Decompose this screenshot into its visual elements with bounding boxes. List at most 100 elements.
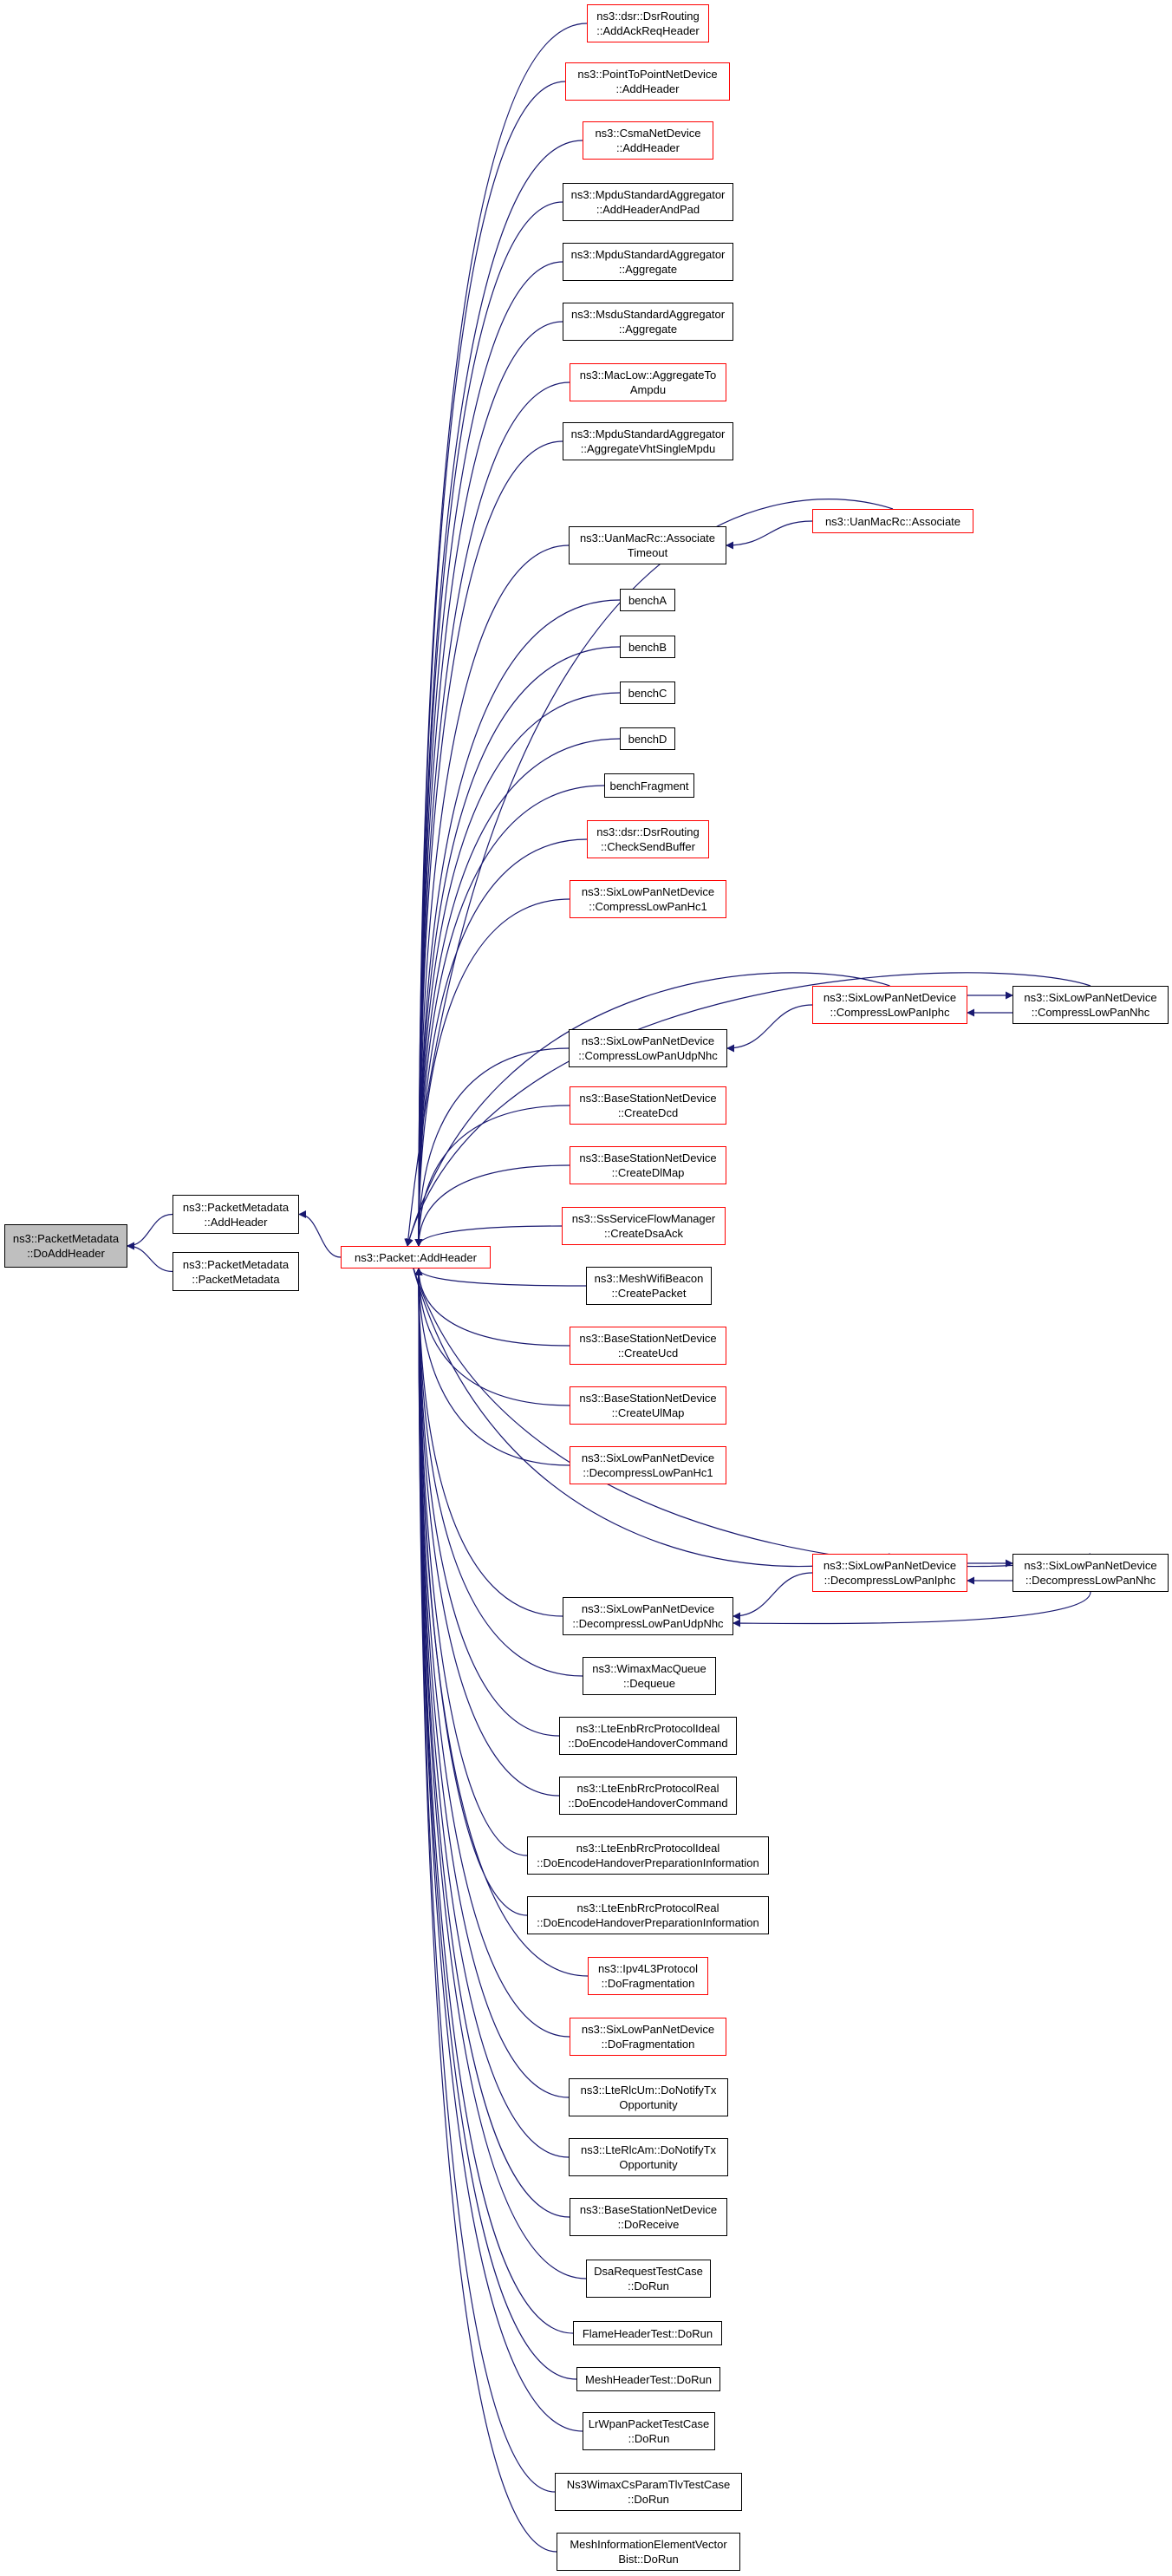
node-sixlowpannetdevice-dofragmentation[interactable]: ns3::SixLowPanNetDevice::DoFragmentation <box>570 2018 726 2056</box>
node-label-line: ::Aggregate <box>618 323 678 336</box>
node-bencha[interactable]: benchA <box>620 589 675 611</box>
node-label-line: ::DoRun <box>628 2493 669 2506</box>
node-packetmetadata-addheader[interactable]: ns3::PacketMetadata::AddHeader <box>173 1195 299 1234</box>
node-ssserviceflowmanager-createdsaack[interactable]: ns3::SsServiceFlowManager::CreateDsaAck <box>562 1207 726 1245</box>
node-meshheadertest-dorun[interactable]: MeshHeaderTest::DoRun <box>576 2367 720 2391</box>
node-basestationnetdevice-createdlmap[interactable]: ns3::BaseStationNetDevice::CreateDlMap <box>570 1146 726 1184</box>
node-label-line: ::AggregateVhtSingleMpdu <box>580 442 716 455</box>
node-label-line: ::DoEncodeHandoverCommand <box>568 1797 728 1810</box>
node-label-line: Ampdu <box>629 383 667 396</box>
node-ns3wimaxcsparamtlvtestcase-dorun[interactable]: Ns3WimaxCsParamTlvTestCase::DoRun <box>555 2473 742 2511</box>
node-mpdustandardaggregator-aggregatevhtsinglempdu[interactable]: ns3::MpduStandardAggregator::AggregateVh… <box>563 422 733 460</box>
node-basestationnetdevice-createdcd[interactable]: ns3::BaseStationNetDevice::CreateDcd <box>570 1086 726 1125</box>
node-benchc[interactable]: benchC <box>620 681 675 704</box>
edge-n02-to-packet_addheader <box>414 81 566 1247</box>
node-dsrrouting-checksendbuffer[interactable]: ns3::dsr::DsrRouting::CheckSendBuffer <box>587 820 709 858</box>
node-mpdustandardaggregator-addheaderandpad[interactable]: ns3::MpduStandardAggregator::AddHeaderAn… <box>563 183 733 221</box>
node-benchb[interactable]: benchB <box>620 636 675 658</box>
node-lteenbrrcprotocolreal-doencodehandoverpreparationinformation[interactable]: ns3::LteEnbRrcProtocolReal::DoEncodeHand… <box>527 1896 769 1934</box>
node-meshwifibeacon-createpacket[interactable]: ns3::MeshWifiBeacon::CreatePacket <box>586 1267 712 1305</box>
edge-n12-to-packet_addheader <box>414 692 621 1247</box>
node-dsarequesttestcase-dorun[interactable]: DsaRequestTestCase::DoRun <box>586 2260 711 2298</box>
node-label-line: ::CreateUcd <box>617 1347 679 1360</box>
node-label-line: ns3::LteRlcUm::DoNotifyTx <box>580 2084 717 2097</box>
node-sixlowpannetdevice-compresslowpaniphc[interactable]: ns3::SixLowPanNetDevice::CompressLowPanI… <box>812 986 967 1024</box>
node-lteenbrrcprotocolreal-doencodehandovercommand[interactable]: ns3::LteEnbRrcProtocolReal::DoEncodeHand… <box>559 1777 737 1815</box>
node-label-line: ::PacketMetadata <box>192 1272 280 1286</box>
node-label-line: ns3::PacketMetadata <box>12 1232 120 1245</box>
node-label-line: Bist::DoRun <box>618 2553 679 2566</box>
node-packet-addheader[interactable]: ns3::Packet::AddHeader <box>341 1246 491 1268</box>
edge-n28-to-packet_addheader <box>414 1268 583 1677</box>
edge-n03-to-packet_addheader <box>414 140 583 1247</box>
node-label-line: ns3::Packet::AddHeader <box>355 1250 477 1264</box>
node-sixlowpannetdevice-compresslowpanhc1[interactable]: ns3::SixLowPanNetDevice::CompressLowPanH… <box>570 880 726 918</box>
node-label-line: ns3::MacLow::AggregateTo <box>579 368 717 382</box>
node-label-line: DsaRequestTestCase <box>594 2265 703 2278</box>
node-label-line: ::CompressLowPanHc1 <box>589 900 707 913</box>
node-msdustandardaggregator-aggregate[interactable]: ns3::MsduStandardAggregator::Aggregate <box>563 303 733 341</box>
node-label-line: ::AddHeader <box>204 1215 268 1229</box>
node-lrwpanpackettestcase-dorun[interactable]: LrWpanPacketTestCase::DoRun <box>583 2412 715 2450</box>
node-lteenbrrcprotocolideal-doencodehandoverpreparationinformation[interactable]: ns3::LteEnbRrcProtocolIdeal::DoEncodeHan… <box>527 1836 769 1875</box>
node-basestationnetdevice-doreceive[interactable]: ns3::BaseStationNetDevice::DoReceive <box>570 2198 727 2236</box>
node-packetmetadata-doaddheader: ns3::PacketMetadata::DoAddHeader <box>4 1224 127 1268</box>
node-label-line: ::DoReceive <box>617 2218 680 2231</box>
node-label-line: ::CreateDlMap <box>611 1166 685 1179</box>
edge-n23-to-packet_addheader <box>414 1268 570 1347</box>
node-label-line: ::AddAckReqHeader <box>596 24 700 37</box>
node-label-line: ::AddHeader <box>615 82 680 95</box>
node-label-line: ns3::BaseStationNetDevice <box>579 1092 717 1105</box>
edge-n29-to-packet_addheader <box>414 1268 560 1737</box>
edge-n08-to-packet_addheader <box>414 440 563 1247</box>
node-benchfragment[interactable]: benchFragment <box>604 773 694 798</box>
edge-n32-to-packet_addheader <box>414 1268 528 1916</box>
node-uanmacrc-associate[interactable]: ns3::UanMacRc::Associate <box>812 509 973 533</box>
node-label-line: benchC <box>628 686 667 700</box>
edge-n25-to-packet_addheader <box>414 1268 570 1466</box>
edge-n30-to-packet_addheader <box>414 1268 560 1797</box>
node-ipv4l3protocol-dofragmentation[interactable]: ns3::Ipv4L3Protocol::DoFragmentation <box>588 1957 708 1995</box>
edge-n13-to-packet_addheader <box>414 738 621 1247</box>
edge-n09b-to-packet_addheader <box>404 499 894 1247</box>
node-label-line: ::DecompressLowPanIphc <box>824 1574 956 1587</box>
node-label-line: ::CreatePacket <box>611 1287 687 1300</box>
node-sixlowpannetdevice-decompresslowpannhc[interactable]: ns3::SixLowPanNetDevice::DecompressLowPa… <box>1012 1554 1169 1592</box>
edge-n27-to-packet_addheader <box>414 1268 563 1617</box>
node-sixlowpannetdevice-compresslowpannhc[interactable]: ns3::SixLowPanNetDevice::CompressLowPanN… <box>1012 986 1169 1024</box>
node-sixlowpannetdevice-decompresslowpanudpnhc[interactable]: ns3::SixLowPanNetDevice::DecompressLowPa… <box>563 1597 733 1635</box>
node-label-line: Timeout <box>627 546 668 559</box>
node-label-line: ns3::BaseStationNetDevice <box>579 1332 717 1345</box>
node-label-line: ::DecompressLowPanHc1 <box>583 1466 713 1479</box>
node-label-line: ns3::MeshWifiBeacon <box>594 1272 704 1285</box>
node-basestationnetdevice-createucd[interactable]: ns3::BaseStationNetDevice::CreateUcd <box>570 1327 726 1365</box>
node-basestationnetdevice-createulmap[interactable]: ns3::BaseStationNetDevice::CreateUlMap <box>570 1386 726 1425</box>
node-wimaxmacqueue-dequeue[interactable]: ns3::WimaxMacQueue::Dequeue <box>583 1657 716 1695</box>
node-dsrrouting-addackreqheader[interactable]: ns3::dsr::DsrRouting::AddAckReqHeader <box>587 4 709 42</box>
node-lteenbrrcprotocolideal-doencodehandovercommand[interactable]: ns3::LteEnbRrcProtocolIdeal::DoEncodeHan… <box>559 1717 737 1755</box>
node-label-line: benchB <box>628 640 667 654</box>
node-label-line: ns3::SixLowPanNetDevice <box>581 2023 715 2036</box>
node-packetmetadata-packetmetadata[interactable]: ns3::PacketMetadata::PacketMetadata <box>173 1252 299 1291</box>
node-label-line: benchA <box>628 593 667 607</box>
edge-n18-to-packet_addheader <box>414 1047 570 1247</box>
node-flameheadertest-dorun[interactable]: FlameHeaderTest::DoRun <box>573 2321 722 2345</box>
node-pointtopointnetdevice-addheader[interactable]: ns3::PointToPointNetDevice::AddHeader <box>565 62 730 101</box>
node-label-line: ::DecompressLowPanNhc <box>1025 1574 1156 1587</box>
node-label-line: ns3::MpduStandardAggregator <box>570 188 726 201</box>
node-label-line: ns3::LteEnbRrcProtocolIdeal <box>576 1722 720 1735</box>
node-benchd[interactable]: benchD <box>620 727 675 750</box>
node-csmanetdevice-addheader[interactable]: ns3::CsmaNetDevice::AddHeader <box>583 121 713 160</box>
edge-packet_addheader-to-pm_addheader <box>298 1210 342 1258</box>
node-mpdustandardaggregator-aggregate[interactable]: ns3::MpduStandardAggregator::Aggregate <box>563 243 733 281</box>
node-label-line: ns3::SixLowPanNetDevice <box>581 1451 715 1464</box>
node-sixlowpannetdevice-decompresslowpaniphc[interactable]: ns3::SixLowPanNetDevice::DecompressLowPa… <box>812 1554 967 1592</box>
node-sixlowpannetdevice-compresslowpanudpnhc[interactable]: ns3::SixLowPanNetDevice::CompressLowPanU… <box>569 1029 727 1067</box>
node-sixlowpannetdevice-decompresslowpanhc1[interactable]: ns3::SixLowPanNetDevice::DecompressLowPa… <box>570 1446 726 1484</box>
